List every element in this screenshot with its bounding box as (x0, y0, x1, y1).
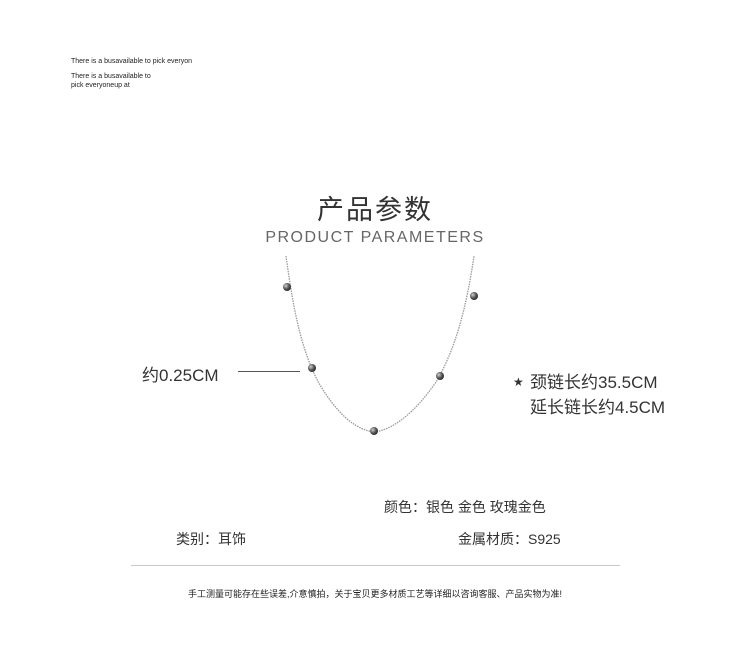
bead (436, 372, 444, 380)
material-label: 金属材质： (458, 531, 528, 547)
material-value: S925 (528, 531, 561, 547)
chain-length-specs: ★ 颈链长约35.5CM 延长链长约4.5CM (513, 370, 665, 420)
title-chinese: 产品参数 (317, 195, 433, 226)
bead (370, 427, 378, 435)
category-label: 类别： (176, 531, 218, 547)
extension-chain-length: 延长链长约4.5CM (530, 398, 666, 417)
material-row: 金属材质：S925 (458, 529, 561, 549)
extension-chain-row: 延长链长约4.5CM (513, 395, 665, 420)
neck-chain-length: 颈链长约35.5CM (530, 373, 658, 392)
chain-left (285, 255, 375, 433)
note-block-2: There is a busavailable to pick everyone… (71, 72, 151, 90)
note-line-2a: There is a busavailable to (71, 73, 151, 80)
category-value: 耳饰 (218, 531, 246, 547)
footer-disclaimer: 手工测量可能存在些误差,介意慎拍，关于宝贝更多材质工艺等详细以咨询客服、产品实物… (187, 589, 562, 599)
color-value: 银色 金色 玫瑰金色 (426, 499, 546, 515)
bead (283, 283, 291, 291)
color-label: 颜色： (384, 499, 426, 515)
chain-right (373, 255, 475, 433)
category-row: 类别：耳饰 (176, 529, 246, 549)
bead-size-label: 约0.25CM (142, 366, 219, 385)
note-line-1: There is a busavailable to pick everyon (71, 58, 193, 65)
neck-chain-row: ★ 颈链长约35.5CM (513, 370, 665, 395)
bead (308, 364, 316, 372)
title-english: PRODUCT PARAMETERS (265, 229, 485, 246)
color-row: 颜色：银色 金色 玫瑰金色 (384, 497, 546, 517)
bead-size-pointer-line (238, 371, 300, 372)
star-icon: ★ (513, 375, 524, 389)
footer-divider (131, 565, 620, 566)
note-line-2b: pick everyoneup at (71, 82, 130, 89)
bead (470, 292, 478, 300)
